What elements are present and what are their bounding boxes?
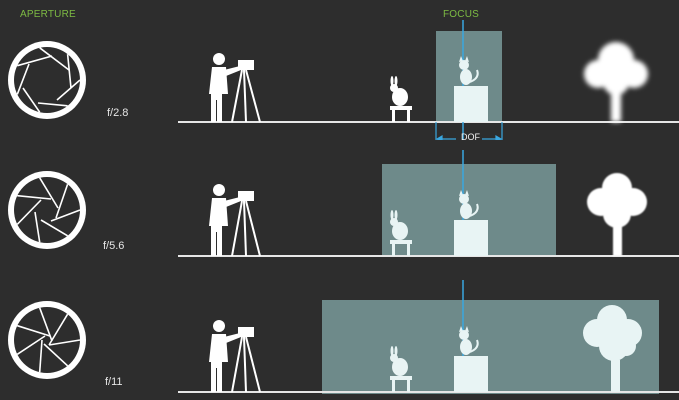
tree-icon [587,173,647,256]
row-f5-6 [0,150,679,270]
row-f2-8 [0,20,679,140]
dof-label: DOF [461,132,480,142]
photographer-icon [209,184,241,256]
tree-icon [584,42,648,122]
photographer-icon [209,320,241,392]
rabbit-icon [390,76,412,122]
aperture-icon [8,301,86,379]
aperture-header: APERTURE [20,9,76,20]
f-number-label: f/11 [105,376,123,388]
aperture-icon [8,41,86,119]
focus-header: FOCUS [443,9,479,20]
f-number-label: f/2.8 [107,107,128,119]
aperture-icon [8,171,86,249]
photographer-icon [209,53,241,122]
row-f11 [0,280,679,400]
f-number-label: f/5.6 [103,240,124,252]
